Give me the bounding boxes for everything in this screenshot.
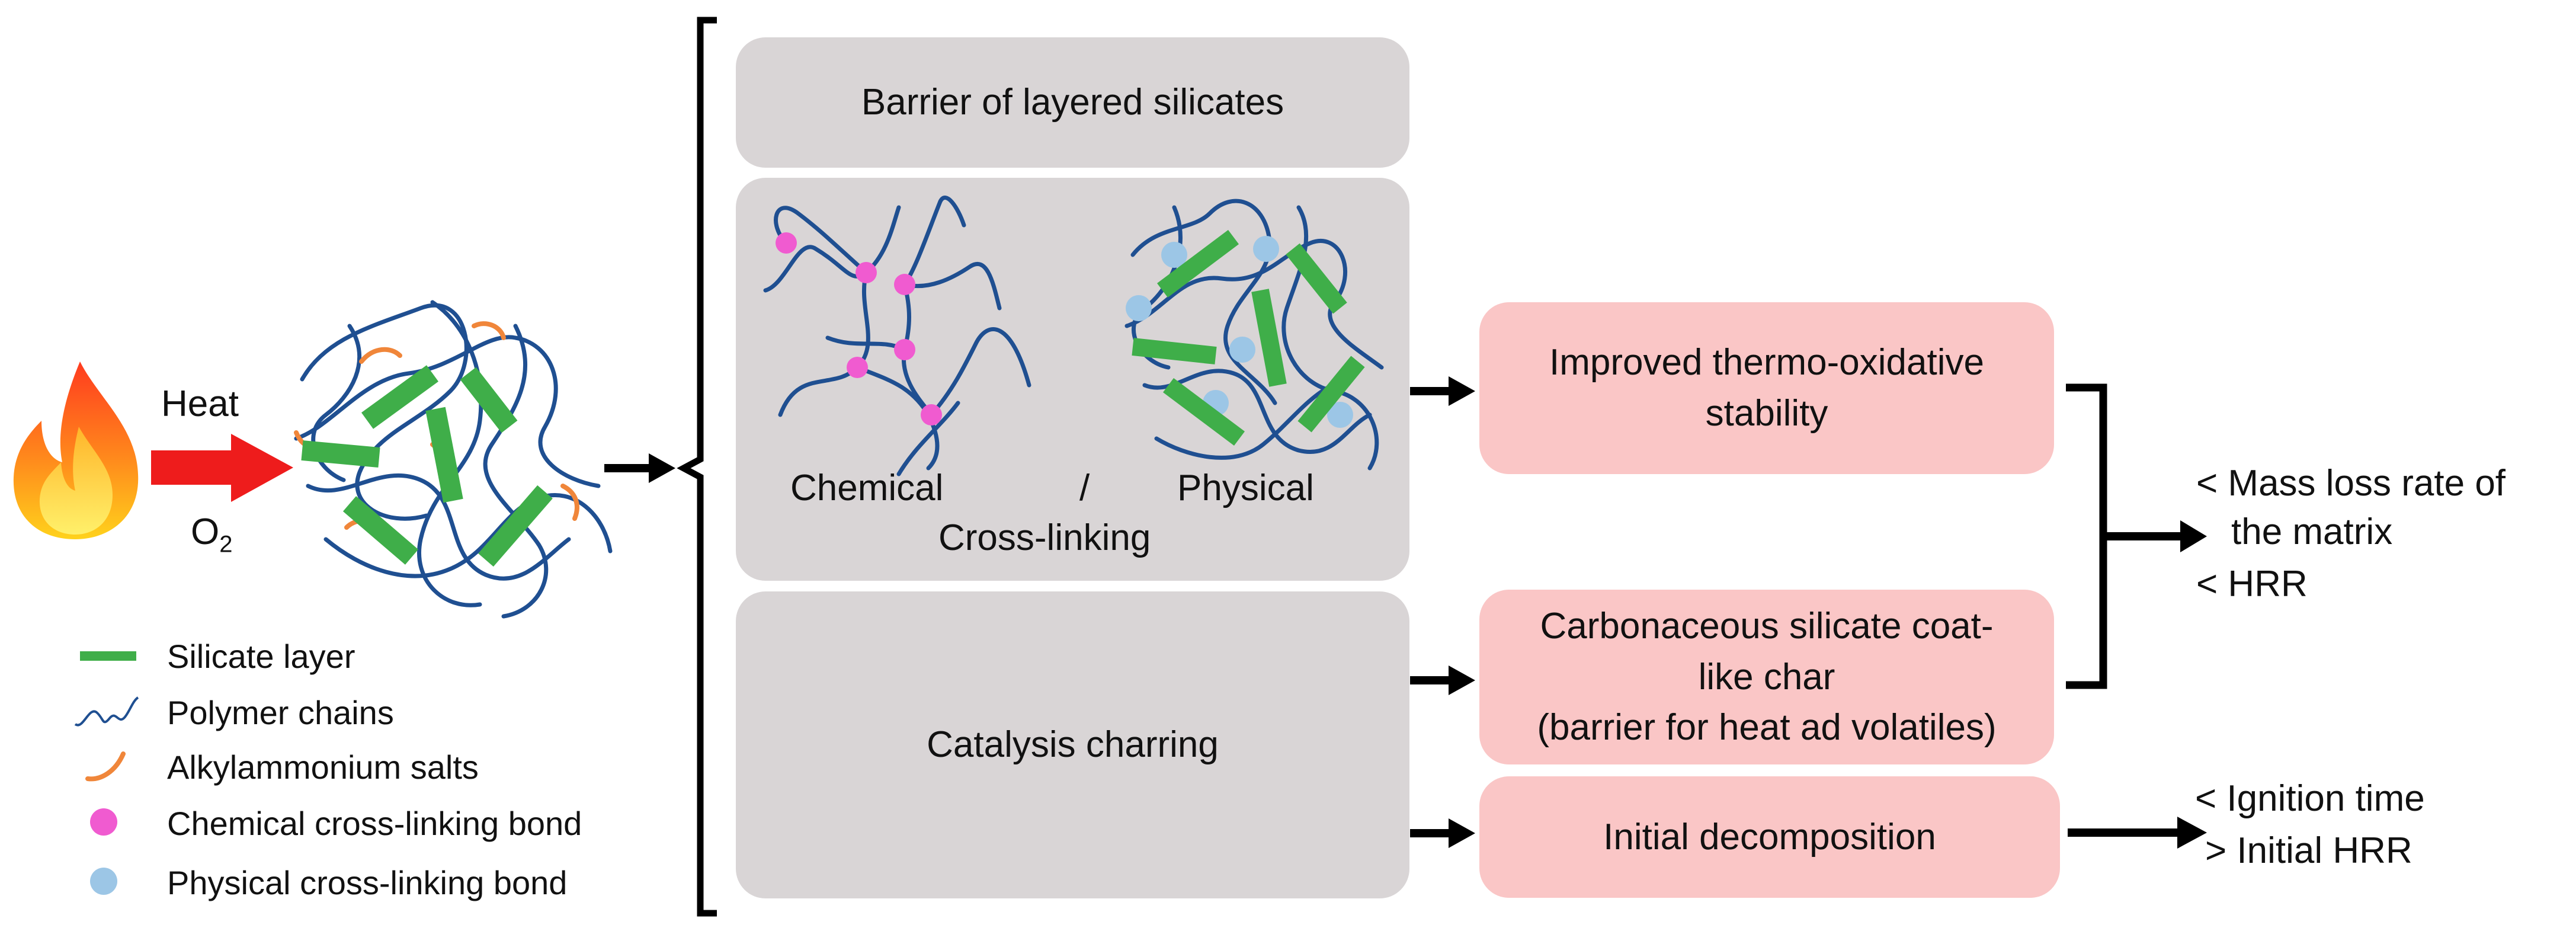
physical-label: Physical	[1177, 468, 1314, 508]
crosslinking-box: Chemical / Physical Cross-linking	[736, 178, 1409, 581]
ignition-label: < Ignition time	[2195, 778, 2425, 819]
arrow-to-char	[1410, 666, 1475, 695]
mechanisms-bracket	[677, 17, 717, 917]
legend-alkylammonium: Alkylammonium salts	[167, 748, 479, 786]
flame-icon	[13, 361, 139, 539]
slash-label: /	[1079, 468, 1090, 508]
char-line2: like char	[1698, 656, 1835, 698]
heat-label: Heat	[161, 383, 239, 424]
legend-silicate-layer: Silicate layer	[167, 638, 355, 675]
chemical-label: Chemical	[790, 468, 944, 508]
decomposition-box: Initial decomposition	[1479, 776, 2060, 898]
oxygen-label: O2	[191, 511, 232, 558]
thermo-stability-box: Improved thermo-oxidative stability	[1479, 302, 2054, 474]
legend-chemical-bond: Chemical cross-linking bond	[167, 805, 582, 842]
physical-bond-icon	[90, 868, 117, 895]
barrier-box: Barrier of layered silicates	[736, 37, 1409, 168]
silicate-layer-icon	[80, 651, 136, 661]
hrr-label: < HRR	[2196, 564, 2308, 604]
oxygen-subscript: 2	[219, 531, 233, 558]
arrow-to-decomposition	[1410, 818, 1475, 848]
legend-physical-bond: Physical cross-linking bond	[167, 864, 568, 901]
physical-network-illustration	[1124, 199, 1384, 471]
chemical-bond-icon	[90, 808, 117, 836]
char-line3: (barrier for heat ad volatiles)	[1537, 707, 1997, 748]
nanocomposite-illustration	[294, 300, 613, 619]
barrier-label: Barrier of layered silicates	[861, 82, 1284, 123]
oxygen-base: O	[191, 511, 220, 552]
chemical-network-illustration	[763, 196, 1031, 476]
catalysis-label: Catalysis charring	[927, 724, 1219, 766]
catalysis-box: Catalysis charring	[736, 591, 1409, 898]
char-line1: Carbonaceous silicate coat-	[1540, 606, 1994, 647]
thermo-line1: Improved thermo-oxidative	[1549, 342, 1984, 383]
decomposition-label: Initial decomposition	[1603, 816, 1936, 858]
alkylammonium-icon	[85, 751, 126, 782]
legend-polymer-chains: Polymer chains	[167, 694, 394, 731]
arrow-to-thermo	[1410, 376, 1475, 406]
crosslinking-label: Cross-linking	[938, 517, 1151, 558]
thermo-line2: stability	[1705, 393, 1828, 434]
mass-loss-line2: the matrix	[2231, 511, 2393, 552]
arrow-to-mechanisms	[604, 453, 675, 483]
arrow-to-ignition	[2068, 817, 2207, 849]
mass-loss-line1: < Mass loss rate of	[2196, 463, 2506, 504]
char-box: Carbonaceous silicate coat- like char (b…	[1479, 590, 2054, 764]
initial-hrr-label: > Initial HRR	[2205, 830, 2412, 871]
heat-arrow	[151, 434, 293, 502]
polymer-chain-icon	[74, 696, 139, 727]
arrow-to-mass-loss	[2100, 520, 2207, 552]
